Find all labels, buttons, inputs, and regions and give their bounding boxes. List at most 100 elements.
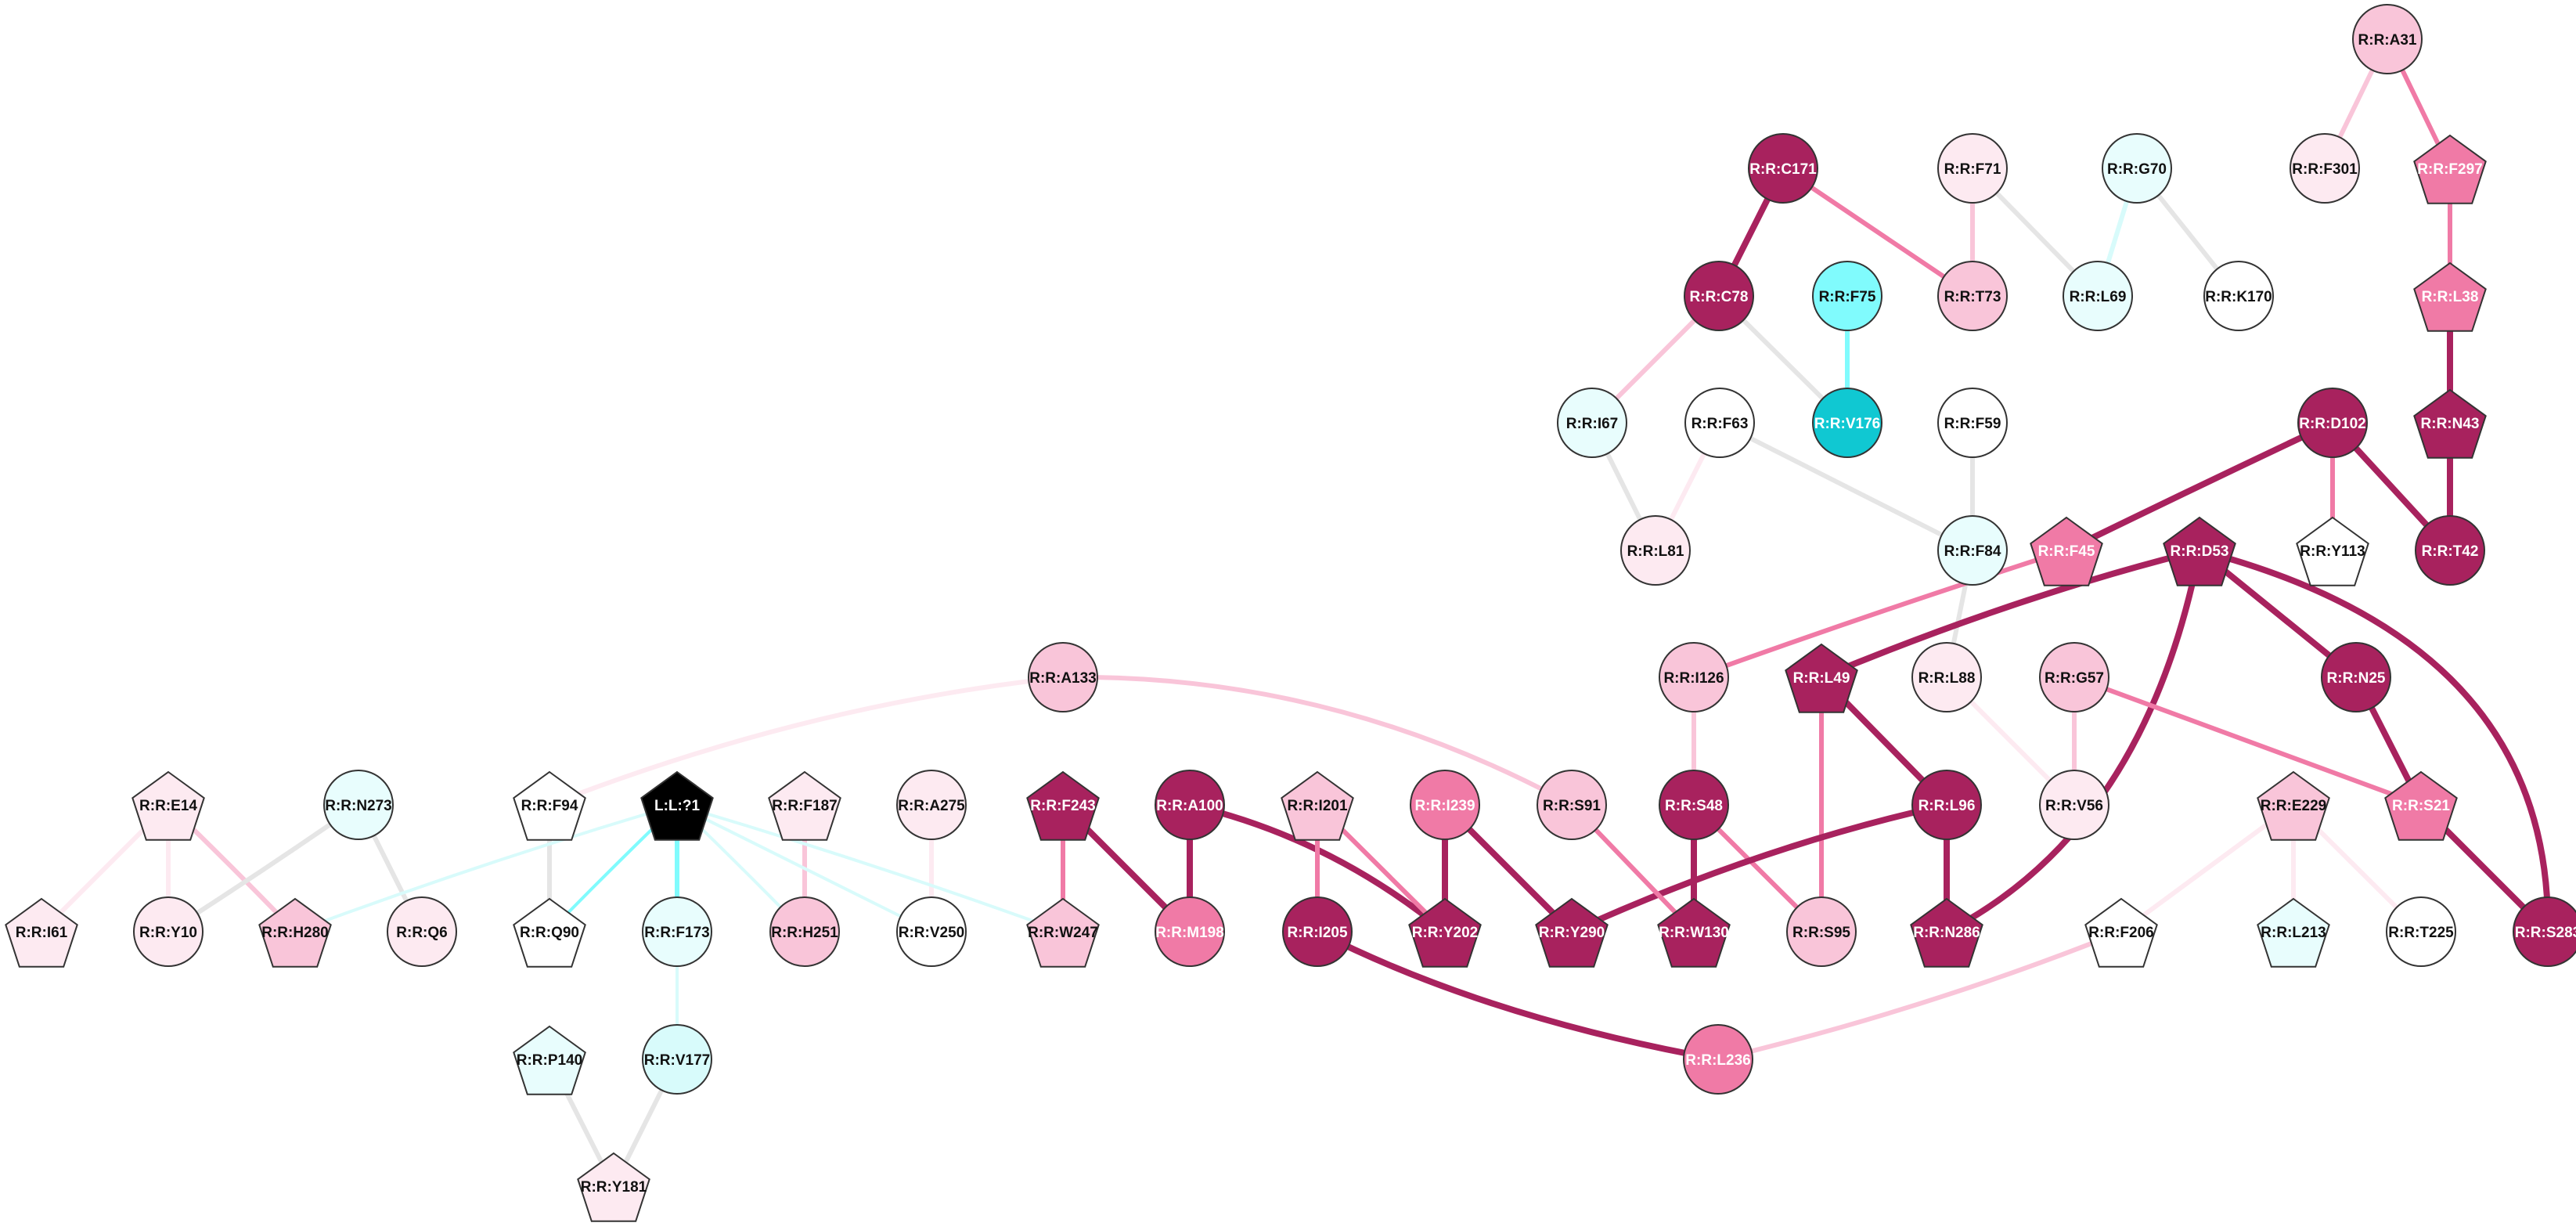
node-shape bbox=[2163, 516, 2236, 586]
node-y10[interactable]: R:R:Y10 bbox=[133, 896, 204, 967]
node-t225[interactable]: R:R:T225 bbox=[2386, 896, 2456, 967]
node-y290[interactable]: R:R:Y290 bbox=[1535, 897, 1609, 968]
node-f59[interactable]: R:R:F59 bbox=[1937, 388, 2008, 458]
node-t73[interactable]: R:R:T73 bbox=[1937, 261, 2008, 331]
node-v250[interactable]: R:R:V250 bbox=[896, 896, 967, 967]
node-f243[interactable]: R:R:F243 bbox=[1026, 770, 1100, 841]
node-label: R:R:T225 bbox=[2388, 925, 2454, 941]
node-v176[interactable]: R:R:V176 bbox=[1812, 388, 1882, 458]
node-m198[interactable]: R:R:M198 bbox=[1155, 896, 1225, 967]
node-label: R:R:V56 bbox=[2045, 798, 2103, 814]
node-h280[interactable]: R:R:H280 bbox=[258, 897, 332, 968]
node-f84[interactable]: R:R:F84 bbox=[1937, 515, 2008, 586]
node-label: R:R:I61 bbox=[16, 925, 68, 941]
node-label: R:R:K170 bbox=[2205, 289, 2272, 305]
node-f187[interactable]: R:R:F187 bbox=[768, 770, 841, 841]
node-n273[interactable]: R:R:N273 bbox=[323, 770, 394, 840]
node-shape bbox=[2030, 516, 2103, 586]
node-l38[interactable]: R:R:L38 bbox=[2413, 262, 2487, 332]
node-f71[interactable]: R:R:F71 bbox=[1937, 133, 2008, 204]
node-q6[interactable]: R:R:Q6 bbox=[387, 896, 457, 967]
node-shape bbox=[1620, 515, 1691, 586]
node-f63[interactable]: R:R:F63 bbox=[1684, 388, 1755, 458]
node-y113[interactable]: R:R:Y113 bbox=[2296, 516, 2369, 586]
node-i67[interactable]: R:R:I67 bbox=[1557, 388, 1627, 458]
node-v56[interactable]: R:R:V56 bbox=[2039, 770, 2109, 840]
node-shape bbox=[1812, 261, 1882, 331]
node-d102[interactable]: R:R:D102 bbox=[2297, 388, 2368, 458]
node-shape bbox=[1911, 642, 1982, 712]
node-shape bbox=[1937, 261, 2008, 331]
node-c78[interactable]: R:R:C78 bbox=[1684, 261, 1754, 331]
edge-d53-s283 bbox=[2196, 547, 2552, 935]
node-a31[interactable]: R:R:A31 bbox=[2352, 4, 2423, 74]
node-label: R:R:A133 bbox=[1029, 670, 1097, 687]
node-f75[interactable]: R:R:F75 bbox=[1812, 261, 1882, 331]
node-y181[interactable]: R:R:Y181 bbox=[577, 1152, 650, 1222]
node-n286[interactable]: R:R:N286 bbox=[1910, 897, 1983, 968]
node-y202[interactable]: R:R:Y202 bbox=[1408, 897, 1482, 968]
node-label: R:R:G57 bbox=[2045, 670, 2104, 687]
node-f297[interactable]: R:R:F297 bbox=[2413, 134, 2487, 204]
node-s95[interactable]: R:R:S95 bbox=[1786, 896, 1857, 967]
node-i201[interactable]: R:R:I201 bbox=[1281, 770, 1354, 841]
node-d53[interactable]: R:R:D53 bbox=[2163, 516, 2236, 586]
node-shape bbox=[2297, 388, 2368, 458]
node-l96[interactable]: R:R:L96 bbox=[1911, 770, 1982, 840]
node-w247[interactable]: R:R:W247 bbox=[1026, 897, 1100, 968]
node-l81[interactable]: R:R:L81 bbox=[1620, 515, 1691, 586]
edge-lig-w247 bbox=[676, 803, 1065, 933]
node-f206[interactable]: R:R:F206 bbox=[2084, 897, 2158, 968]
node-lig[interactable]: L:L:?1 bbox=[640, 770, 714, 841]
node-p140[interactable]: R:R:P140 bbox=[513, 1025, 586, 1095]
node-i61[interactable]: R:R:I61 bbox=[5, 897, 78, 968]
node-shape bbox=[896, 770, 967, 840]
node-s21[interactable]: R:R:S21 bbox=[2384, 770, 2458, 841]
node-shape bbox=[1812, 388, 1882, 458]
node-f173[interactable]: R:R:F173 bbox=[642, 896, 712, 967]
node-f94[interactable]: R:R:F94 bbox=[513, 770, 586, 841]
node-k170[interactable]: R:R:K170 bbox=[2203, 261, 2274, 331]
node-t42[interactable]: R:R:T42 bbox=[2415, 515, 2485, 586]
node-g70[interactable]: R:R:G70 bbox=[2102, 133, 2172, 204]
edge-a100-y202 bbox=[1187, 802, 1448, 935]
node-v177[interactable]: R:R:V177 bbox=[642, 1024, 712, 1095]
node-label: R:R:F45 bbox=[2038, 543, 2095, 560]
node-l49[interactable]: R:R:L49 bbox=[1785, 643, 1858, 713]
node-i239[interactable]: R:R:I239 bbox=[1410, 770, 1480, 840]
node-l69[interactable]: R:R:L69 bbox=[2063, 261, 2133, 331]
node-w130[interactable]: R:R:W130 bbox=[1657, 897, 1731, 968]
edge-d102-f45 bbox=[2063, 420, 2336, 554]
node-s48[interactable]: R:R:S48 bbox=[1659, 770, 1729, 840]
edge-d53-n286 bbox=[1944, 547, 2203, 935]
node-e14[interactable]: R:R:E14 bbox=[132, 770, 205, 841]
node-a133[interactable]: R:R:A133 bbox=[1028, 642, 1098, 712]
node-f45[interactable]: R:R:F45 bbox=[2030, 516, 2103, 586]
node-h251[interactable]: R:R:H251 bbox=[769, 896, 840, 967]
node-s91[interactable]: R:R:S91 bbox=[1537, 770, 1607, 840]
node-f301[interactable]: R:R:F301 bbox=[2290, 133, 2360, 204]
node-label: R:R:S48 bbox=[1665, 798, 1723, 814]
node-l236[interactable]: R:R:L236 bbox=[1683, 1024, 1753, 1095]
node-shape bbox=[2203, 261, 2274, 331]
node-s283[interactable]: R:R:S283 bbox=[2513, 896, 2576, 967]
edge-f63-f84 bbox=[1717, 420, 1975, 553]
node-n25[interactable]: R:R:N25 bbox=[2321, 642, 2391, 712]
node-g57[interactable]: R:R:G57 bbox=[2039, 642, 2109, 712]
node-label: R:R:F84 bbox=[1944, 543, 2001, 560]
node-a100[interactable]: R:R:A100 bbox=[1155, 770, 1225, 840]
node-l88[interactable]: R:R:L88 bbox=[1911, 642, 1982, 712]
node-c171[interactable]: R:R:C171 bbox=[1748, 133, 1818, 204]
node-label: R:R:F63 bbox=[1692, 416, 1749, 432]
node-shape bbox=[1910, 897, 1983, 968]
node-l213[interactable]: R:R:L213 bbox=[2257, 897, 2330, 968]
node-n43[interactable]: R:R:N43 bbox=[2413, 388, 2487, 459]
node-label: R:R:I205 bbox=[1287, 925, 1348, 941]
node-i126[interactable]: R:R:I126 bbox=[1659, 642, 1729, 712]
node-q90[interactable]: R:R:Q90 bbox=[513, 897, 586, 968]
node-e229[interactable]: R:R:E229 bbox=[2257, 770, 2330, 841]
node-a275[interactable]: R:R:A275 bbox=[896, 770, 967, 840]
edge-a133-f94 bbox=[547, 675, 1065, 807]
node-i205[interactable]: R:R:I205 bbox=[1282, 896, 1353, 967]
